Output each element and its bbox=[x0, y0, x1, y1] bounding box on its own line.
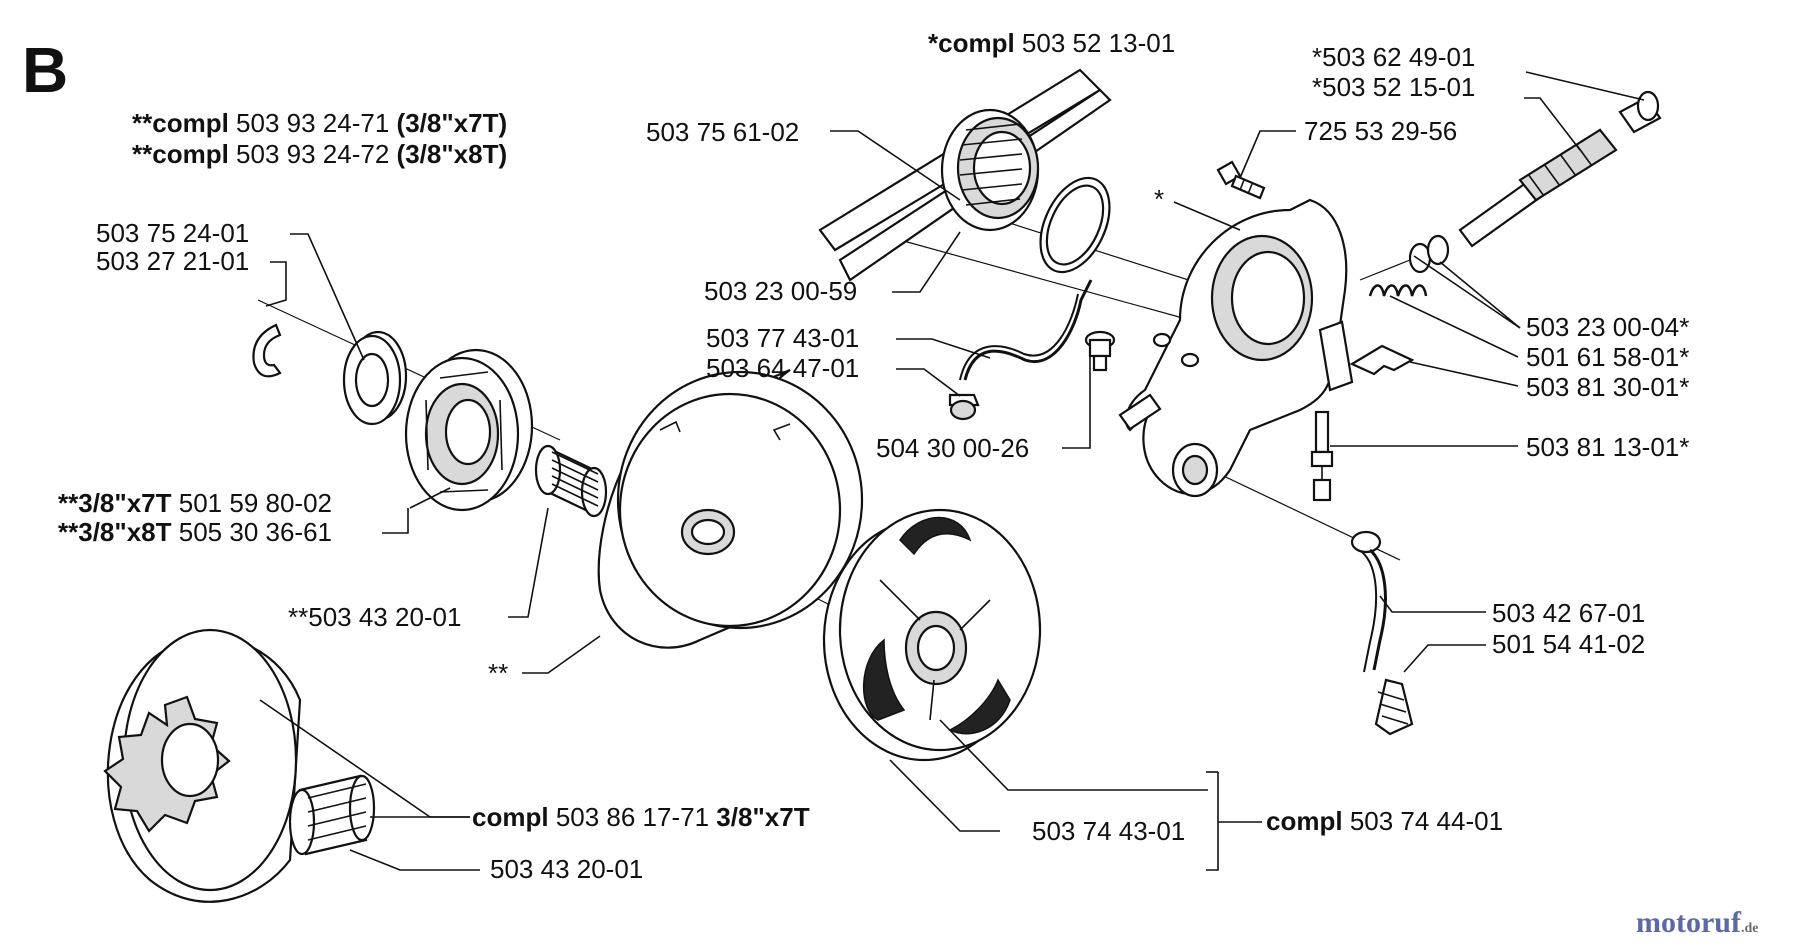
label-52-15: *503 52 15-01 bbox=[1312, 72, 1475, 102]
label-81-13: 503 81 13-01* bbox=[1526, 432, 1689, 462]
oil-pipe bbox=[948, 279, 1093, 421]
label-23-00-59: 503 23 00-59 bbox=[704, 276, 857, 306]
clutch-drum bbox=[597, 368, 864, 649]
label-rim-7t: **3/8"x7T 501 59 80-02 bbox=[58, 488, 332, 518]
label-23-00-04: 503 23 00-04* bbox=[1526, 312, 1689, 342]
label-61-58: 501 61 58-01* bbox=[1526, 342, 1689, 372]
adjusting-screw bbox=[1310, 410, 1334, 502]
label-62-49: *503 62 49-01 bbox=[1312, 42, 1475, 72]
small-bolt bbox=[1216, 160, 1266, 200]
label-compl-head: *compl 503 52 13-01 bbox=[928, 28, 1175, 58]
rim-sprocket bbox=[404, 348, 534, 512]
label-74-43: 503 74 43-01 bbox=[1032, 816, 1185, 846]
retaining-clip bbox=[252, 323, 282, 378]
clutch-assembly bbox=[822, 508, 1042, 762]
drum-needle-bearing bbox=[288, 774, 376, 856]
label-77-43: 503 77 43-01 bbox=[706, 323, 859, 353]
label-compl-7t: **compl 503 93 24-71 (3/8"x7T) bbox=[132, 108, 507, 138]
label-27-21: 503 27 21-01 bbox=[96, 246, 249, 276]
spur-drum bbox=[103, 628, 302, 903]
shaft-sleeve bbox=[1618, 90, 1662, 134]
oil-pump-housing bbox=[1118, 198, 1354, 498]
pump-drive-bar bbox=[818, 68, 1112, 282]
label-75-24: 503 75 24-01 bbox=[96, 218, 249, 248]
oil-filter bbox=[1374, 678, 1414, 736]
section-letter: B bbox=[22, 34, 68, 106]
label-star1: * bbox=[1154, 184, 1164, 214]
label-compl-8t: **compl 503 93 24-72 (3/8"x8T) bbox=[132, 139, 507, 169]
label-81-30: 503 81 30-01* bbox=[1526, 372, 1689, 402]
label-clutch-compl: compl 503 74 44-01 bbox=[1266, 806, 1503, 836]
label-rim-8t: **3/8"x8T 505 30 36-61 bbox=[58, 517, 332, 547]
watermark-logo: motoruf.de bbox=[1636, 906, 1758, 939]
label-64-47: 503 64 47-01 bbox=[706, 353, 859, 383]
label-30-00-26: 504 30 00-26 bbox=[876, 433, 1029, 463]
label-43-20: 503 43 20-01 bbox=[490, 854, 643, 884]
pump-spring bbox=[1368, 234, 1450, 297]
spring-clip bbox=[1349, 344, 1415, 376]
pump-shaft bbox=[1458, 128, 1618, 248]
label-43-20-star: **503 43 20-01 bbox=[288, 602, 461, 632]
label-725: 725 53 29-56 bbox=[1304, 116, 1457, 146]
label-75-61: 503 75 61-02 bbox=[646, 117, 799, 147]
leader-lines bbox=[259, 71, 1645, 871]
oil-fitting bbox=[1084, 330, 1116, 372]
label-42-67: 503 42 67-01 bbox=[1492, 598, 1645, 628]
label-star2: ** bbox=[488, 658, 508, 688]
o-ring bbox=[1039, 176, 1111, 274]
needle-bearing bbox=[534, 444, 608, 518]
washer bbox=[342, 330, 408, 426]
oil-hose bbox=[1350, 530, 1387, 673]
label-drum-compl: compl 503 86 17-71 3/8"x7T bbox=[472, 802, 810, 832]
label-54-41: 501 54 41-02 bbox=[1492, 629, 1645, 659]
